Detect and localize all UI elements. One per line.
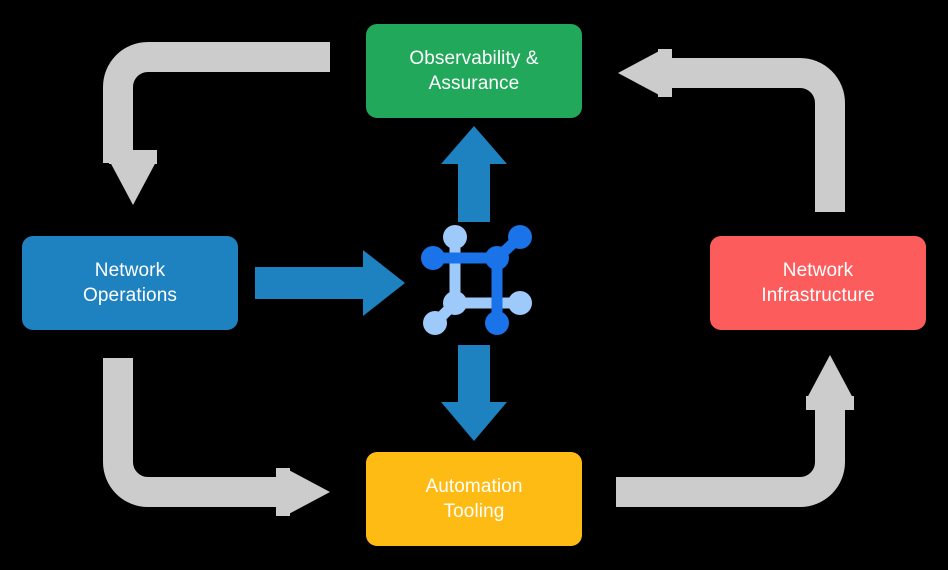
node-observability-assurance[interactable]: Observability & Assurance: [366, 24, 582, 118]
gray-arrow-netinfra-to-observability: [618, 49, 845, 212]
node-automation-tooling[interactable]: Automation Tooling: [366, 452, 582, 546]
blue-arrow-center-to-automation: [441, 345, 507, 441]
topology-primary-nodes: [421, 225, 532, 335]
blue-arrow-netops-to-center: [255, 250, 405, 316]
node-network-infrastructure[interactable]: Network Infrastructure: [710, 236, 926, 330]
blue-arrow-center-to-observability: [441, 126, 507, 222]
gray-arrow-observability-to-netops: [103, 42, 330, 205]
gray-arrow-netops-to-automation: [103, 358, 330, 516]
gray-arrow-automation-to-netinfra: [616, 355, 854, 507]
node-network-operations[interactable]: Network Operations: [22, 236, 238, 330]
topology-secondary-nodes: [423, 225, 532, 335]
